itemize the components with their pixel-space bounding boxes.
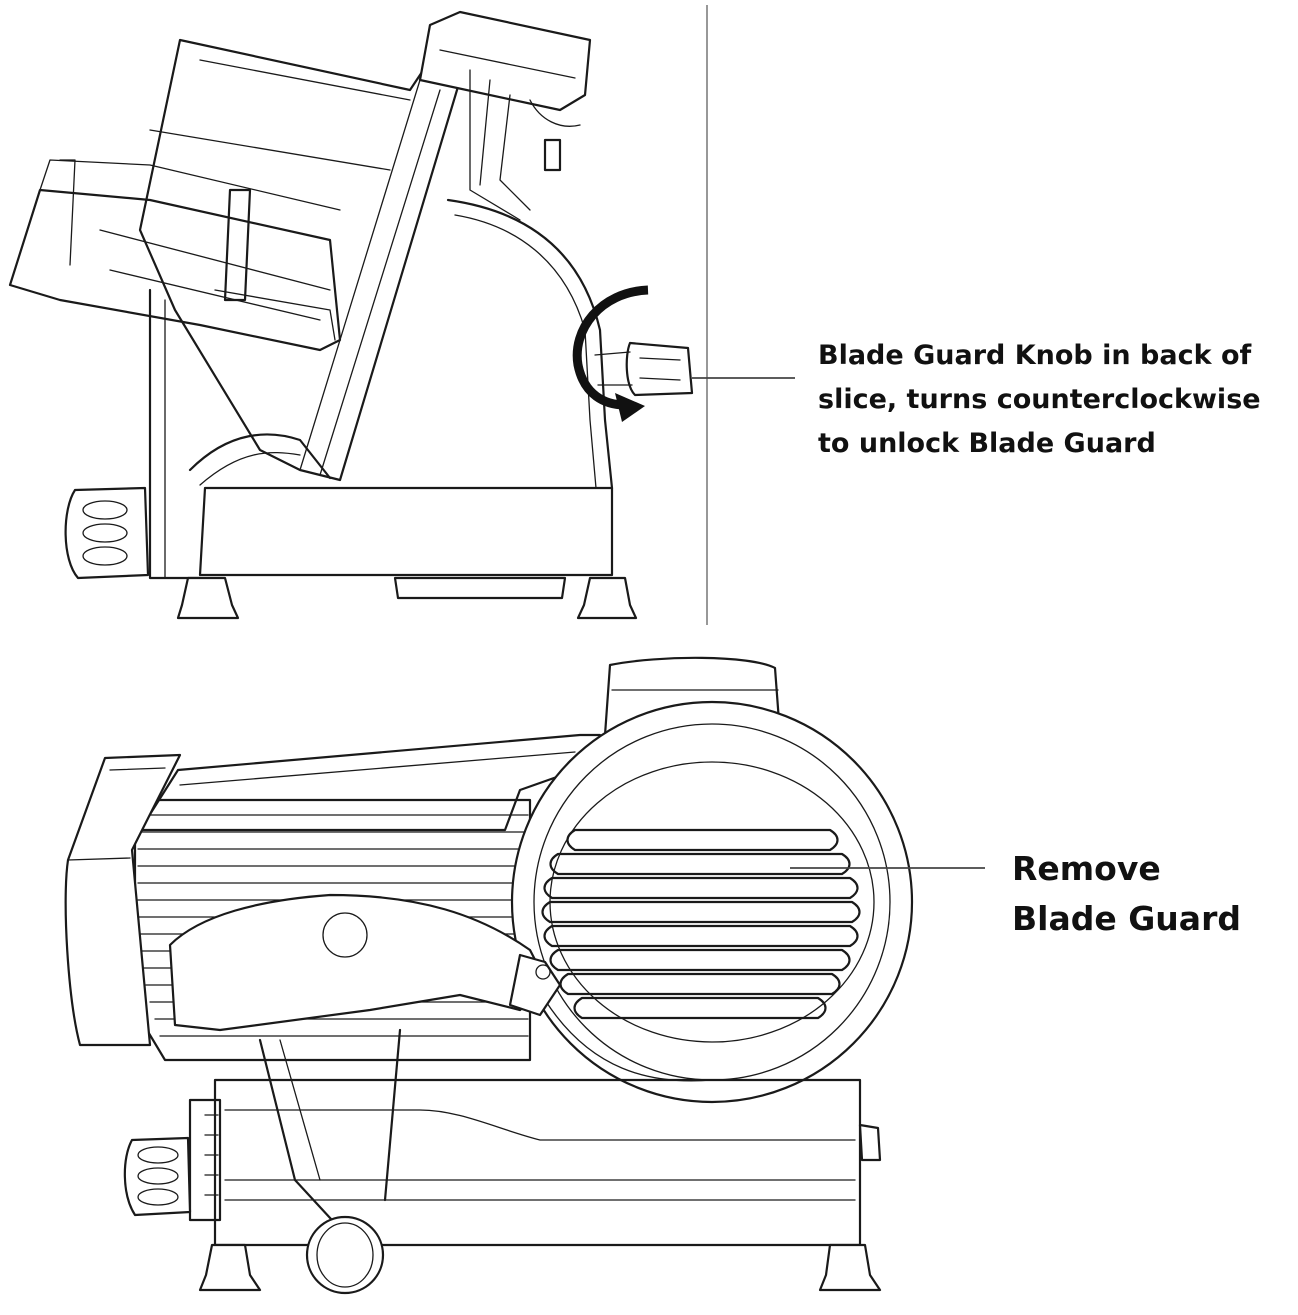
underside-block xyxy=(393,576,567,600)
carriage-arm xyxy=(188,433,332,480)
slicer-side-view xyxy=(8,10,795,620)
carriage-knob xyxy=(322,912,368,958)
counterclockwise-arrow-icon xyxy=(572,285,649,422)
blade-guard-knob xyxy=(625,341,694,397)
thickness-knob-front xyxy=(123,1136,192,1217)
knob-callout: Blade Guard Knob in back of slice, turns… xyxy=(818,340,1261,459)
left-column xyxy=(148,288,202,580)
foot-front-left xyxy=(198,1243,262,1292)
motor-housing xyxy=(446,198,614,490)
carriage-lock-knob xyxy=(305,1215,385,1295)
food-pusher xyxy=(223,188,252,302)
foot-front-right xyxy=(818,1243,882,1292)
remove-callout: Remove Blade Guard xyxy=(1012,849,1241,938)
remove-callout-line-1: Remove xyxy=(1012,849,1161,888)
knob-callout-line-2: slice, turns counterclockwise xyxy=(818,384,1261,415)
slicer-front-view xyxy=(64,656,985,1295)
knob-callout-line-1: Blade Guard Knob in back of xyxy=(818,340,1251,371)
foot-left xyxy=(176,576,240,620)
remove-callout-line-2: Blade Guard xyxy=(1012,899,1241,938)
carriage-clip xyxy=(508,953,562,1017)
food-tray xyxy=(8,188,342,352)
sharpener xyxy=(418,10,592,112)
knob-callout-line-3: to unlock Blade Guard xyxy=(818,428,1156,459)
base-front xyxy=(213,1078,862,1247)
end-cap xyxy=(64,753,182,1047)
carriage-tray xyxy=(168,893,550,1032)
foot-right xyxy=(576,576,638,620)
base-body xyxy=(198,486,614,577)
carriage-arm-front xyxy=(258,1038,357,1247)
blade-guard xyxy=(541,761,875,1043)
